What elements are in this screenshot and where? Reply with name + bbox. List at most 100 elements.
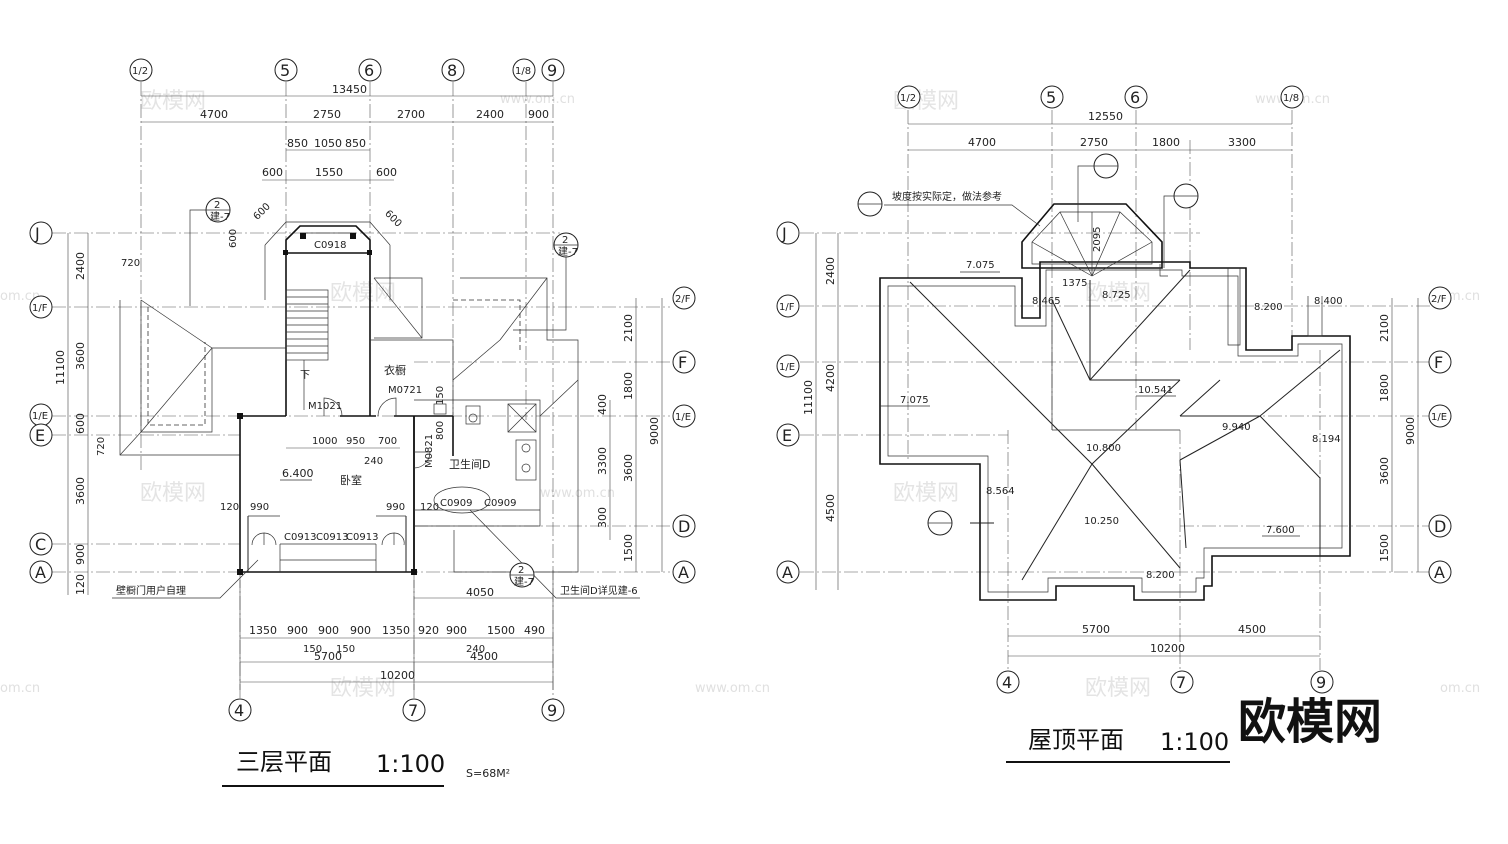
watermarks: 欧模网 www.om.cn 欧模网 om.cn 欧模网 www.om.cn 欧模…	[0, 89, 1480, 701]
dimension-text: 720	[96, 437, 107, 456]
dimension-text: 4500	[470, 650, 498, 663]
dimension-text: 600	[376, 166, 397, 179]
dimension-text: 5700	[1082, 623, 1110, 636]
axis-label: 4	[1002, 673, 1012, 692]
dimension-text: 2750	[1080, 136, 1108, 149]
room-label: 衣橱	[384, 363, 406, 377]
window-tag: C0913	[346, 532, 378, 543]
elevation-mark: 9.940	[1222, 422, 1251, 433]
axis-label: C	[35, 535, 46, 554]
axis-label: 8	[447, 61, 457, 80]
dimension-text: 1050	[314, 137, 342, 150]
dimension-text: 700	[378, 436, 397, 447]
plan-title: 三层平面	[236, 748, 332, 776]
dimension-text: 150	[303, 644, 322, 655]
dimension-text: 12550	[1088, 110, 1123, 123]
dimension-text: 400	[596, 394, 609, 415]
detail-ref: 2	[562, 235, 568, 246]
axis-label: J	[781, 224, 787, 243]
axis-label: E	[782, 426, 792, 445]
dimension-text: 600	[252, 201, 273, 222]
dimension-text: 600	[228, 229, 239, 248]
dimension-text: 1500	[487, 624, 515, 637]
plan-title: 屋顶平面	[1028, 726, 1124, 754]
dimension-text: 3600	[74, 342, 87, 370]
axis-label: A	[678, 563, 689, 582]
dimension-text: 1550	[315, 166, 343, 179]
axis-label: J	[34, 224, 40, 243]
detail-ref: 2	[518, 565, 524, 576]
elevation-mark: 7.075	[966, 260, 995, 271]
axis-label: 9	[547, 61, 557, 80]
dimension-text: 900	[446, 624, 467, 637]
elevation-mark: 10.250	[1084, 516, 1119, 527]
detail-ref: 建-7	[514, 575, 534, 588]
dimension-text: 3300	[596, 447, 609, 475]
dimension-text: 600	[262, 166, 283, 179]
axis-label: 6	[1130, 88, 1140, 107]
axis-label: F	[1434, 353, 1443, 372]
axis-label: 1/2	[900, 93, 916, 104]
elevation-mark: 7.075	[900, 395, 929, 406]
window-tag: C0913	[284, 532, 316, 543]
window-tag: C0918	[314, 240, 346, 251]
axis-label: 5	[1046, 88, 1056, 107]
watermark: 欧模网	[1085, 281, 1151, 306]
dimension-text: 4700	[200, 108, 228, 121]
axis-label: 2/F	[675, 294, 691, 305]
window-tag: C0913	[316, 532, 348, 543]
elevation-mark: 6.400	[282, 467, 314, 480]
detail-ref: 2	[214, 200, 220, 211]
watermark: 欧模网	[330, 676, 396, 701]
dimension-text: 5700	[314, 650, 342, 663]
dimension-text: 900	[74, 544, 87, 565]
watermark: 欧模网	[330, 281, 396, 306]
window-tag: C0909	[440, 498, 472, 509]
axis-label: 9	[547, 701, 557, 720]
dimension-text: 2400	[74, 252, 87, 280]
dimension-text: 2400	[476, 108, 504, 121]
watermark: 欧模网	[140, 89, 206, 114]
dimension-text: 600	[382, 208, 403, 229]
elevation-mark: 8.194	[1312, 434, 1341, 445]
axis-label: 2/F	[1431, 294, 1447, 305]
axis-label: 1/F	[779, 302, 795, 313]
stair-label: 下	[300, 370, 310, 381]
dimension-text: 900	[350, 624, 371, 637]
elevation-mark: 8.465	[1032, 296, 1061, 307]
axis-label: A	[782, 563, 793, 582]
dimension-text: 150	[435, 386, 446, 405]
dimension-text: 10200	[380, 669, 415, 682]
dimension-text: 11100	[802, 380, 815, 415]
dimension-text: 990	[250, 502, 269, 513]
plan-scale: 1:100	[1160, 728, 1229, 756]
dimension-text: 720	[121, 258, 140, 269]
axis-label: D	[1434, 517, 1446, 536]
dimension-text: 3600	[622, 454, 635, 482]
dimension-text: 4500	[1238, 623, 1266, 636]
dimension-text: 920	[418, 624, 439, 637]
watermark: 欧模网	[893, 481, 959, 506]
dimension-text: 800	[435, 421, 446, 440]
axis-label: 7	[408, 701, 418, 720]
axis-label: 1/2	[132, 66, 148, 77]
room-label: 卧室	[340, 473, 362, 487]
axis-label: 4	[234, 701, 244, 720]
elevation-mark: 8.200	[1254, 302, 1283, 313]
axis-label: 9	[1316, 673, 1326, 692]
dimension-text: 1350	[382, 624, 410, 637]
dimension-text: 120	[220, 502, 239, 513]
brand-logo: 欧模网	[1238, 694, 1382, 750]
axis-label: 1/8	[1283, 93, 1299, 104]
annotation-note: 坡度按实际定，做法参考	[892, 190, 1002, 203]
dimension-text: 4200	[824, 364, 837, 392]
dimension-text: 490	[524, 624, 545, 637]
dimension-text: 3300	[1228, 136, 1256, 149]
dimension-text: 900	[318, 624, 339, 637]
axis-label: 1/F	[32, 303, 48, 314]
axis-label: D	[678, 517, 690, 536]
watermark: 欧模网	[1085, 676, 1151, 701]
watermark: www.om.cn	[695, 681, 770, 696]
dimension-text: 2095	[1092, 227, 1103, 252]
plan-area: S=68M²	[466, 767, 510, 780]
